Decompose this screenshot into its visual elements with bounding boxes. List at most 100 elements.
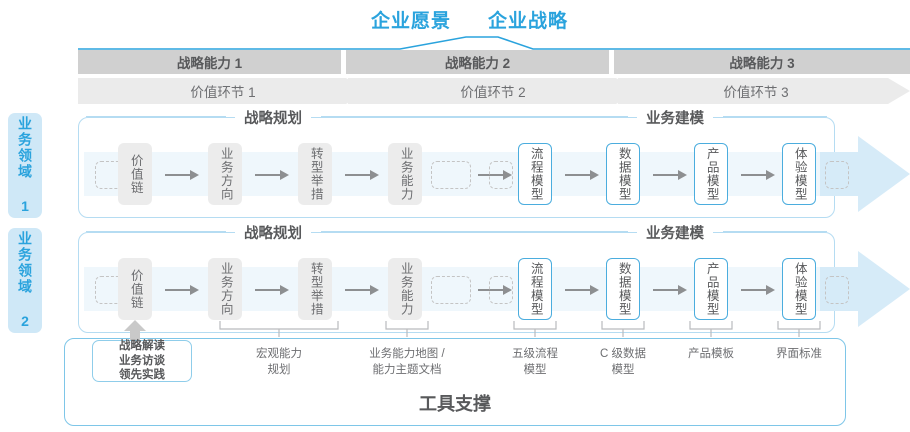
tool-label-c-level-data: C 级数据 模型 <box>600 347 646 378</box>
bracket-ui-standard <box>777 321 821 337</box>
arrow-r2-5 <box>565 285 599 295</box>
node-r2-transformation-measures[interactable]: 转型举措 <box>298 258 332 320</box>
node-r2-business-capability[interactable]: 业务能力 <box>388 258 422 320</box>
node-r1-process-model[interactable]: 流程模型 <box>518 143 552 205</box>
node-label: 流程模型 <box>528 262 543 316</box>
arrow-r1-6 <box>653 170 687 180</box>
capability-cell-3: 战略能力 3 <box>614 50 910 74</box>
node-r2-product-model[interactable]: 产品模型 <box>694 258 728 320</box>
domain-label-1: 业务领域 1 <box>17 115 33 216</box>
bracket-five-level-process <box>513 321 557 337</box>
value-stage-label-1: 价值环节 1 <box>190 85 256 100</box>
value-stage-cell-1: 价值环节 1 <box>78 78 368 104</box>
arrow-r1-7 <box>741 170 775 180</box>
tool-label-line-2: 能力主题文档 <box>372 363 442 376</box>
row-2-rule-right <box>723 231 827 232</box>
row-1-phase-header: 战略规划 业务建模 <box>78 107 835 128</box>
row-1-rule-mid-right <box>498 116 628 117</box>
tool-label-line-1: 业务能力地图 / <box>369 348 445 360</box>
value-stage-label-3: 价值环节 3 <box>723 85 789 100</box>
capability-cell-2: 战略能力 2 <box>346 50 609 74</box>
arrow-r1-2 <box>255 170 289 180</box>
flow-band-arrowhead-2 <box>820 251 910 327</box>
arrow-r2-4 <box>478 285 512 295</box>
node-label: 数据模型 <box>616 147 631 201</box>
row-2-phase-header: 战略规划 业务建模 <box>78 222 835 243</box>
placeholder-node-r1-mid <box>431 161 471 189</box>
node-r2-business-direction[interactable]: 业务方向 <box>208 258 242 320</box>
bracket-c-level-data <box>601 321 645 337</box>
bracket-capability-map <box>385 321 429 337</box>
node-r1-value-chain[interactable]: 价值链 <box>118 143 152 205</box>
arrow-r2-1 <box>165 285 199 295</box>
row-2-rule-mid-right <box>498 231 628 232</box>
node-label: 业务能力 <box>398 262 413 316</box>
capability-label-1: 战略能力 1 <box>176 56 243 71</box>
node-label: 业务方向 <box>218 262 233 316</box>
node-r1-transformation-measures[interactable]: 转型举措 <box>298 143 332 205</box>
arrow-r2-2 <box>255 285 289 295</box>
arrow-r1-1 <box>165 170 199 180</box>
arrow-r1-4 <box>478 170 512 180</box>
tool-label-capability-map: 业务能力地图 / 能力主题文档 <box>369 347 444 378</box>
node-r2-experience-model[interactable]: 体验模型 <box>782 258 816 320</box>
value-stage-cell-3: 价值环节 3 <box>618 78 910 104</box>
callout-line-1: 战略解读 <box>119 339 165 352</box>
node-r2-value-chain[interactable]: 价值链 <box>118 258 152 320</box>
sidebar-item-domain-2[interactable]: 业务领域 2 <box>8 228 42 333</box>
row-1-rule-mid-left <box>321 116 498 117</box>
node-r2-process-model[interactable]: 流程模型 <box>518 258 552 320</box>
value-chain-up-arrow <box>124 320 146 342</box>
placeholder-node-r2-right <box>825 276 849 304</box>
value-stage-cell-2: 价值环节 2 <box>348 78 638 104</box>
node-r1-data-model[interactable]: 数据模型 <box>606 143 640 205</box>
placeholder-node-r2-mid <box>431 276 471 304</box>
row-2-rule-left <box>86 231 226 232</box>
tool-label-macro-capability: 宏观能力 规划 <box>256 347 302 378</box>
row-1-planning-title: 战略规划 <box>235 107 311 128</box>
tool-callout-strategy[interactable]: 战略解读 业务访谈 领先实践 <box>92 340 192 382</box>
bracket-macro-capability <box>219 321 339 337</box>
node-label: 产品模型 <box>704 147 719 201</box>
flow-band-arrowhead-1 <box>820 136 910 212</box>
node-label: 价值链 <box>128 268 143 310</box>
node-label: 价值链 <box>128 153 143 195</box>
capability-label-3: 战略能力 3 <box>729 56 795 71</box>
tool-label-line-2: 规划 <box>267 363 291 376</box>
tool-label-line-1: C 级数据 <box>600 348 646 360</box>
node-r1-business-direction[interactable]: 业务方向 <box>208 143 242 205</box>
node-label: 数据模型 <box>616 262 631 316</box>
row-2-planning-title: 战略规划 <box>235 222 311 243</box>
placeholder-node-r1-right <box>825 161 849 189</box>
arrow-r2-6 <box>653 285 687 295</box>
tool-label-line-1: 界面标准 <box>776 348 822 360</box>
capability-label-2: 战略能力 2 <box>444 56 511 71</box>
node-label: 业务方向 <box>218 147 233 201</box>
node-r1-experience-model[interactable]: 体验模型 <box>782 143 816 205</box>
node-r2-data-model[interactable]: 数据模型 <box>606 258 640 320</box>
row-1-rule-left <box>86 116 226 117</box>
tool-label-five-level-process: 五级流程 模型 <box>512 347 558 378</box>
tool-label-line-2: 模型 <box>523 363 547 376</box>
node-r1-business-capability[interactable]: 业务能力 <box>388 143 422 205</box>
node-label: 业务能力 <box>398 147 413 201</box>
node-r1-product-model[interactable]: 产品模型 <box>694 143 728 205</box>
node-label: 转型举措 <box>308 147 323 201</box>
arrow-r1-5 <box>565 170 599 180</box>
tool-support-box <box>64 338 846 426</box>
sidebar-item-domain-1[interactable]: 业务领域 1 <box>8 113 42 218</box>
chevron-shape-1 <box>78 78 368 104</box>
value-stage-label-2: 价值环节 2 <box>460 85 526 100</box>
capability-cell-1: 战略能力 1 <box>78 50 341 74</box>
node-label: 产品模型 <box>704 262 719 316</box>
tool-support-title: 工具支撑 <box>419 394 491 414</box>
tool-label-line-1: 宏观能力 <box>256 348 302 360</box>
row-1-rule-right <box>723 116 827 117</box>
row-2-rule-mid-left <box>321 231 498 232</box>
domain-label-2: 业务领域 2 <box>17 230 33 331</box>
placeholder-node-r2-mid2 <box>489 276 513 304</box>
tool-label-line-2: 模型 <box>611 363 635 376</box>
arrow-r2-3 <box>345 285 379 295</box>
chevron-shape-2 <box>348 78 638 104</box>
